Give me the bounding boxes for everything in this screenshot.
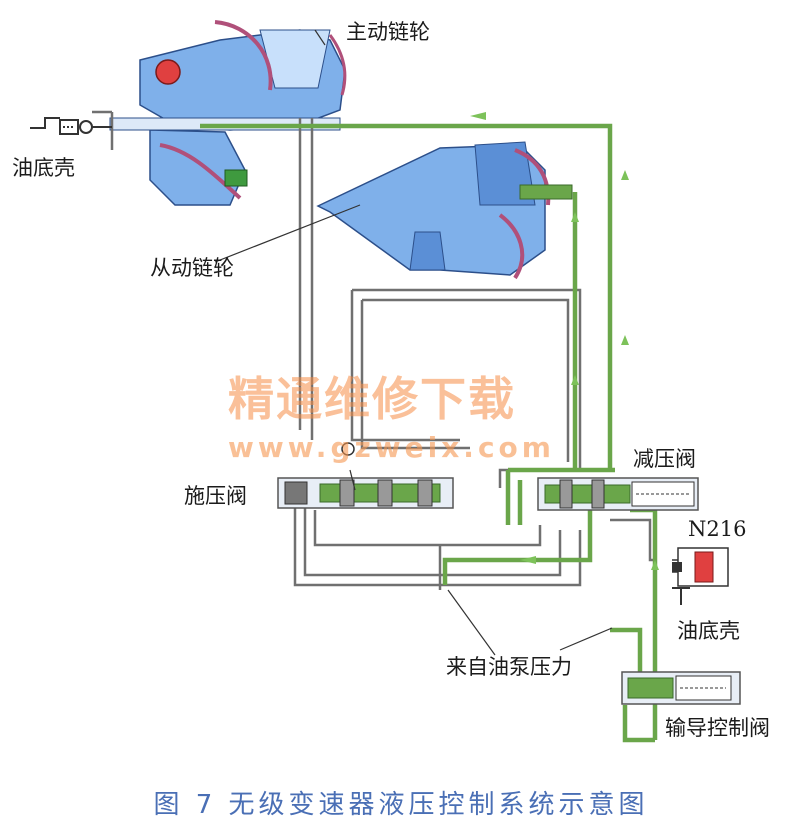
clamping-valve-graphic: [277, 477, 454, 509]
pilot-valve-graphic: [621, 671, 741, 705]
label-pilot-control-valve: 输导控制阀: [665, 716, 770, 740]
reducing-valve-graphic: [537, 477, 699, 511]
solenoid-n216-graphic: [672, 547, 729, 587]
drive-pulley-assembly: [109, 20, 347, 206]
label-driven-pulley: 从动链轮: [150, 256, 234, 280]
label-oil-sump-left: 油底壳: [12, 156, 75, 180]
label-from-pump-pressure: 来自油泵压力: [446, 655, 572, 679]
label-pressure-reducing-valve: 减压阀: [633, 447, 696, 471]
label-oil-sump-right: 油底壳: [677, 619, 740, 643]
leader-lines: [214, 29, 613, 656]
label-drive-pulley: 主动链轮: [346, 20, 430, 44]
label-clamping-valve: 施压阀: [184, 484, 247, 508]
hydraulic-lines-gray: [92, 110, 655, 590]
label-solenoid-n216: N216: [688, 517, 747, 541]
sump-right-symbol: [672, 587, 690, 605]
watermark-title: 精通维修下载: [228, 372, 516, 426]
figure-caption: 图 7 无级变速器液压控制系统示意图: [153, 790, 649, 820]
hydraulic-lines-green: [200, 123, 658, 743]
junction-marker: [341, 442, 355, 456]
driven-pulley-assembly: [316, 141, 573, 280]
watermark-url: www.gzweix.com: [228, 431, 555, 464]
sump-left-symbol: [30, 117, 112, 135]
flow-arrows: [470, 112, 659, 570]
